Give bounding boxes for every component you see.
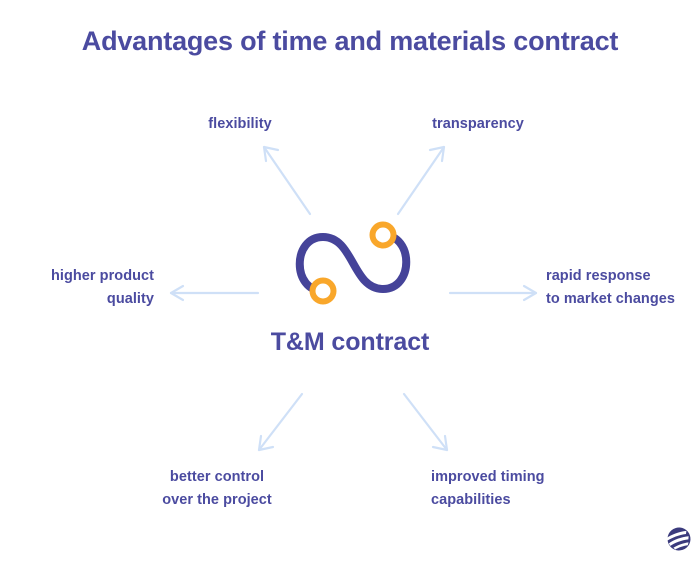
page-title: Advantages of time and materials contrac… <box>81 26 619 56</box>
arrow-to-transparency <box>396 145 446 216</box>
benefit-label-rapid-response: rapid response to market changes <box>546 268 675 308</box>
center-node-label: T&M contract <box>270 328 430 356</box>
arrow-to-better-control <box>257 392 304 452</box>
brand-globe-logo <box>666 527 691 551</box>
s-curve-nodes-icon <box>295 221 411 305</box>
benefit-label-improved-timing: improved timing capabilities <box>431 469 545 509</box>
benefit-label-flexibility: flexibility <box>208 116 272 132</box>
arrow-to-quality <box>169 284 260 302</box>
benefit-label-better-control: better control over the project <box>162 469 272 509</box>
arrow-to-improved-timing <box>402 392 449 452</box>
benefit-label-higher-product-quality: higher product quality <box>51 268 154 308</box>
arrow-to-flexibility <box>262 145 312 216</box>
arrow-to-rapid-response <box>448 284 538 302</box>
benefit-label-transparency: transparency <box>432 116 524 132</box>
